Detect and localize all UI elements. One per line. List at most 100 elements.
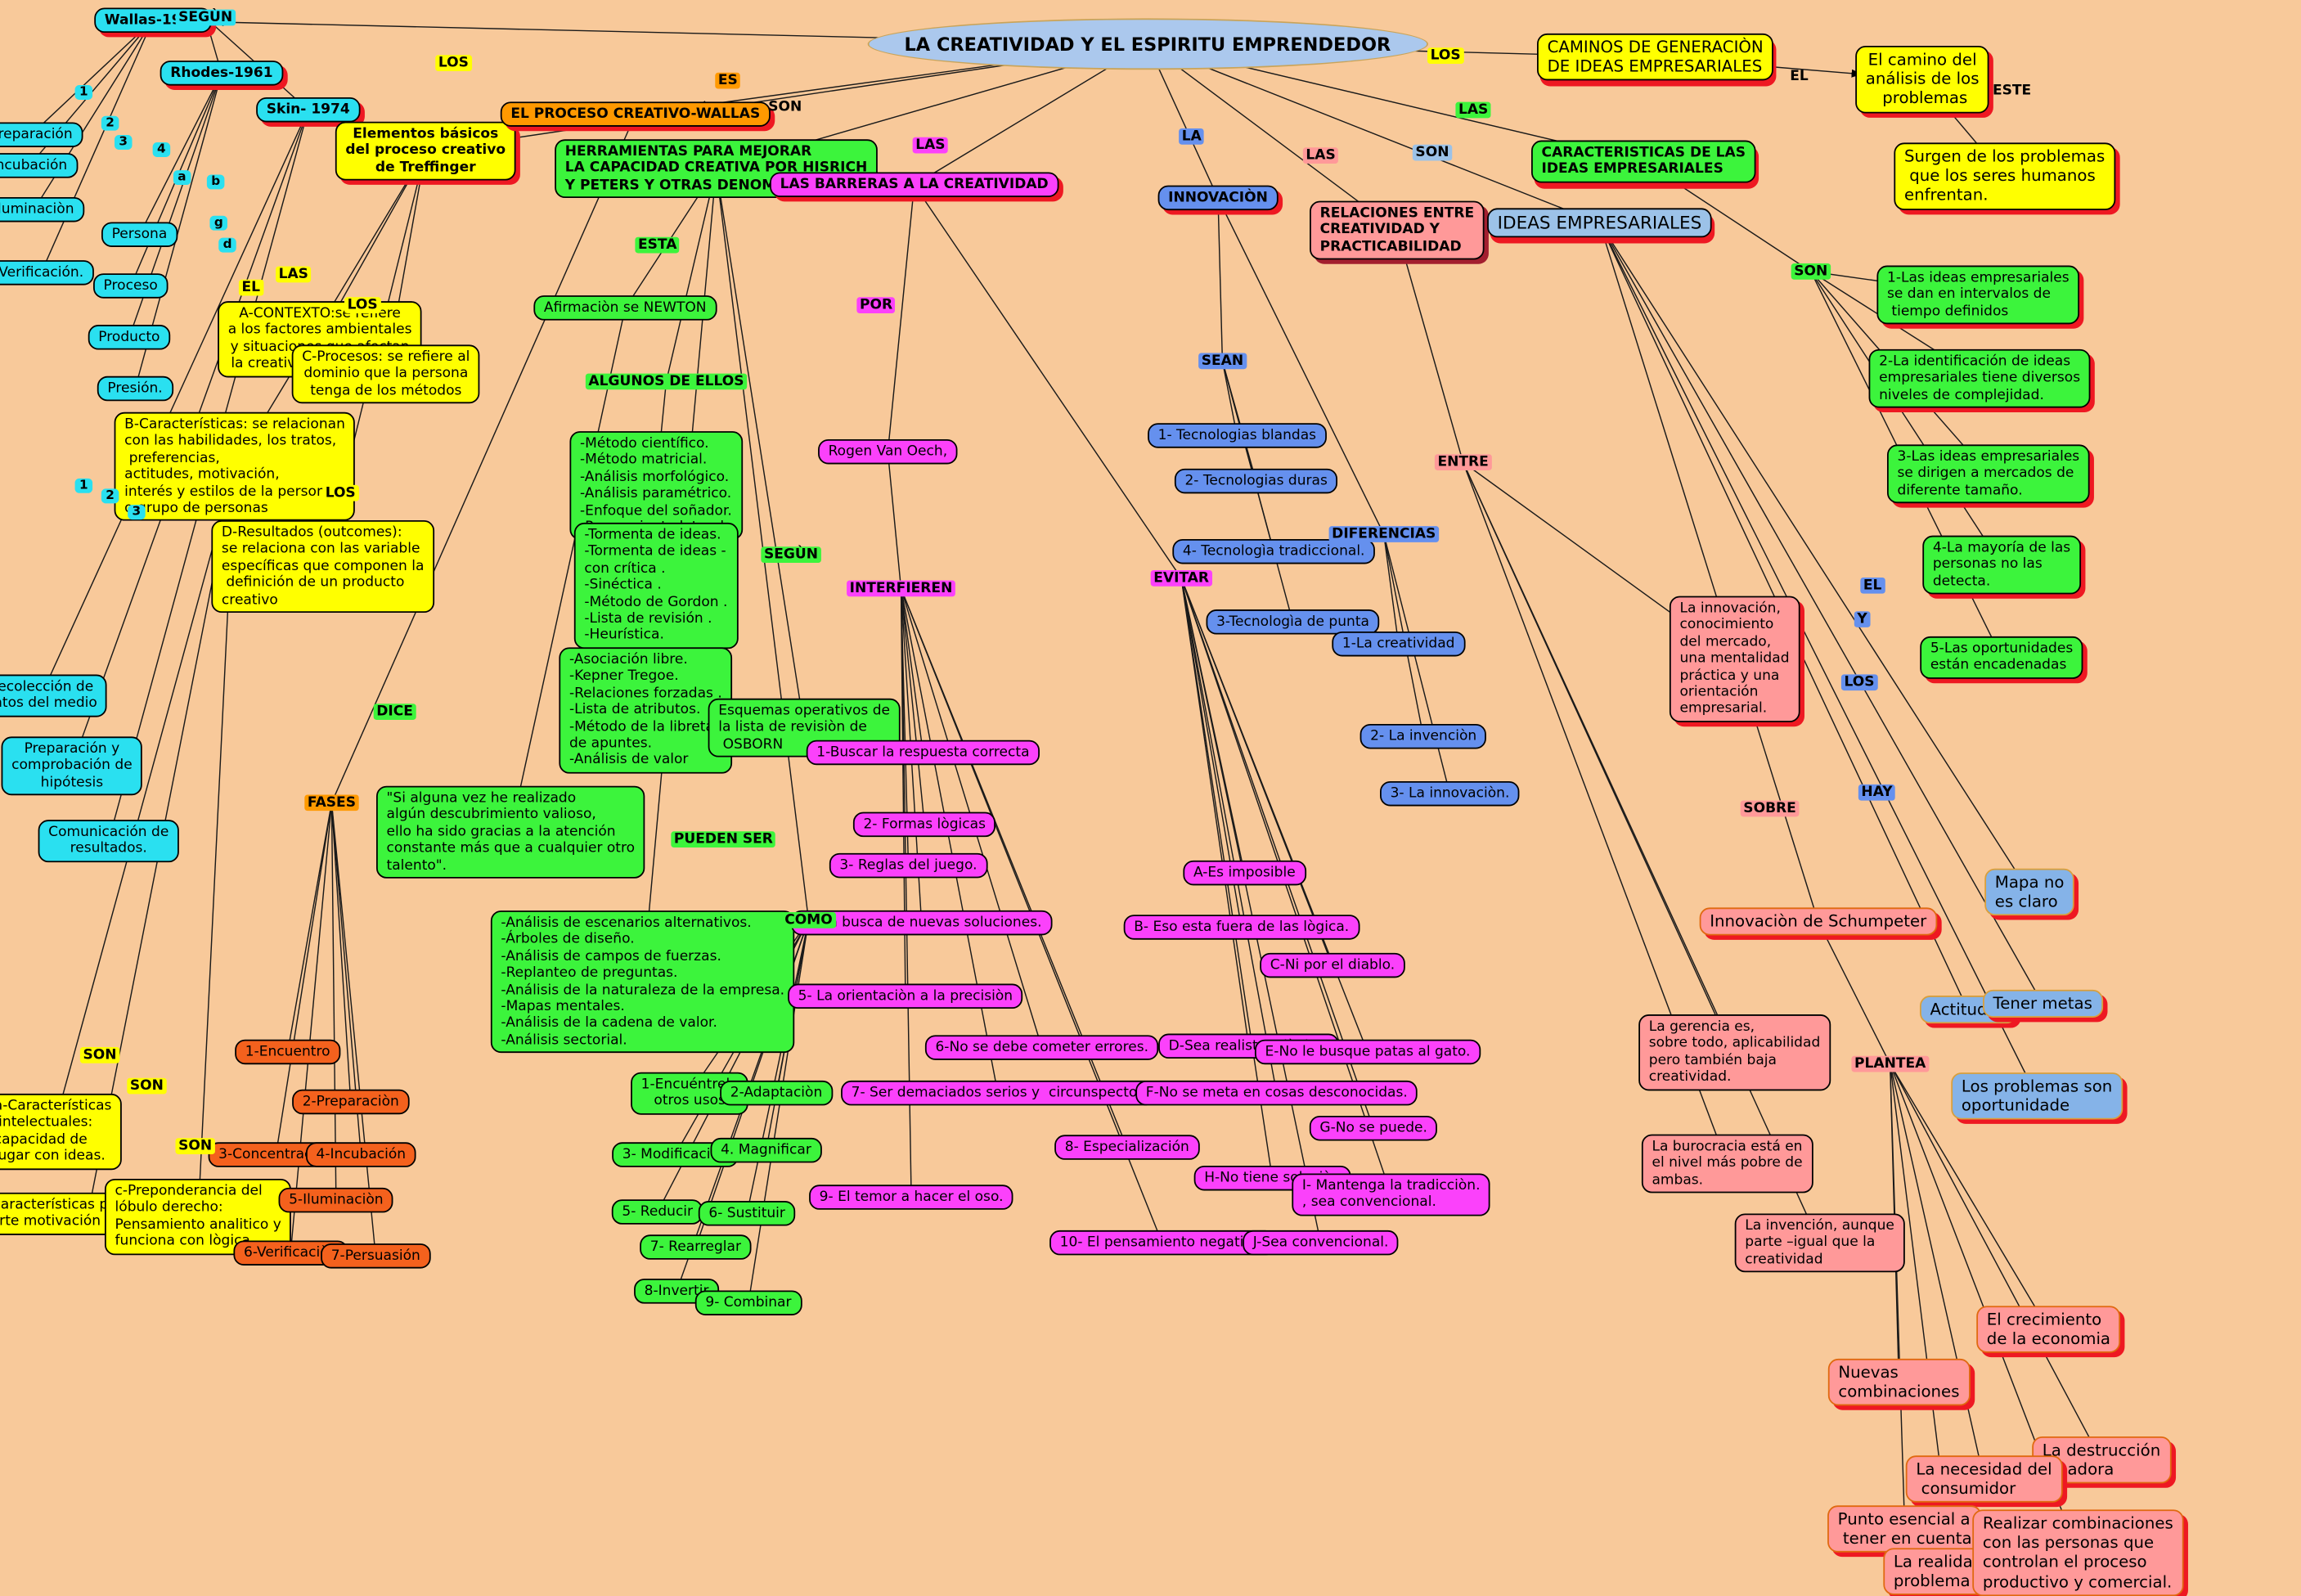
link-label-las-label-y[interactable]: LAS: [276, 266, 312, 283]
concept-node-realizar[interactable]: Realizar combinaciones con las personas …: [1972, 1509, 2184, 1596]
concept-node-schumpeter[interactable]: Innovaciòn de Schumpeter: [1699, 907, 1937, 936]
link-label-los-label-y2[interactable]: LOS: [322, 484, 359, 501]
concept-node-innovacion[interactable]: INNOVACIÒN: [1157, 185, 1279, 211]
concept-node-asociacion-lista[interactable]: -Asociación libre. -Kepner Tregoe. -Rela…: [559, 647, 733, 774]
link-label-diferencias-label[interactable]: DIFERENCIAS: [1328, 526, 1439, 542]
concept-node-como-6[interactable]: 6- Sustituir: [698, 1201, 796, 1227]
concept-node-dif-2[interactable]: 2- La invenciòn: [1359, 723, 1487, 750]
link-label-sean-label[interactable]: SEAN: [1198, 353, 1247, 370]
concept-node-a-intelectuales[interactable]: a-Características intelectuales: capacid…: [0, 1093, 122, 1170]
concept-node-comunicacion[interactable]: Comunicación de resultados.: [38, 820, 179, 862]
concept-node-relaciones[interactable]: RELACIONES ENTRE CREATIVIDAD Y PRACTICAB…: [1310, 200, 1485, 260]
concept-node-producto[interactable]: Producto: [88, 325, 171, 351]
link-label-el-label-2[interactable]: EL: [1790, 68, 1809, 85]
link-label-skin-2[interactable]: 2: [101, 488, 119, 504]
concept-node-tener-metas[interactable]: Tener metas: [1983, 989, 2103, 1018]
link-label-fases-label[interactable]: FASES: [304, 794, 359, 811]
link-label-esta-label[interactable]: ESTA: [635, 236, 681, 254]
link-label-plantea-label[interactable]: PLANTEA: [1851, 1055, 1929, 1072]
concept-node-como-2[interactable]: 2-Adaptaciòn: [720, 1080, 833, 1107]
link-label-son-label-y2[interactable]: SON: [127, 1077, 167, 1095]
link-label-por-label[interactable]: POR: [856, 297, 896, 314]
concept-node-proceso-wallas[interactable]: EL PROCESO CREATIVO-WALLAS: [500, 101, 771, 128]
concept-node-barreras[interactable]: LAS BARRERAS A LA CREATIVIDAD: [770, 172, 1059, 198]
link-label-son-label-2[interactable]: SON: [1412, 144, 1453, 161]
concept-node-surgen[interactable]: Surgen de los problemas que los seres hu…: [1894, 142, 2115, 210]
link-label-pueden-ser-label[interactable]: PUEDEN SER: [671, 831, 776, 848]
concept-node-fase-7[interactable]: 7-Persuasión: [321, 1243, 431, 1270]
concept-node-dif-3[interactable]: 3- La innovaciòn.: [1380, 780, 1520, 807]
link-label-este-label[interactable]: ESTE: [1992, 83, 2032, 100]
concept-node-quote-newton[interactable]: "Si alguna vez he realizado algún descub…: [375, 785, 645, 879]
concept-node-como-9[interactable]: 9- Combinar: [694, 1290, 802, 1316]
concept-node-int-1[interactable]: 1-Buscar la respuesta correcta: [806, 740, 1040, 766]
concept-node-fase-1[interactable]: 1-Encuentro: [235, 1039, 341, 1065]
concept-node-recoleccion[interactable]: Recolección de datos del medio: [0, 674, 108, 717]
concept-node-la-burocracia[interactable]: La burocracia está en el nivel más pobre…: [1641, 1134, 1813, 1194]
link-label-las-label-g[interactable]: LAS: [1455, 101, 1491, 119]
concept-node-nuevas[interactable]: Nuevas combinaciones: [1827, 1358, 1971, 1406]
concept-node-fase-5[interactable]: 5-Iluminaciòn: [278, 1187, 394, 1214]
concept-node-iluminacion[interactable]: Iluminaciòn: [0, 196, 85, 223]
link-label-los-label-1[interactable]: LOS: [435, 55, 472, 72]
concept-node-title[interactable]: LA CREATIVIDAD Y EL ESPIRITU EMPRENDEDOR: [867, 18, 1428, 70]
concept-node-preparacion-hipotesis[interactable]: Preparación y comprobación de hipótesis: [1, 736, 143, 796]
concept-node-caracteristicas-b[interactable]: B-Características: se relacionan con las…: [114, 411, 356, 522]
link-label-let-b[interactable]: b: [206, 174, 225, 190]
link-label-como-label[interactable]: COMO: [781, 911, 836, 928]
concept-node-ev-a[interactable]: A-Es imposible: [1183, 860, 1306, 887]
concept-node-tormenta-lista[interactable]: -Tormenta de ideas. -Tormenta de ideas -…: [573, 522, 739, 649]
concept-node-car-5[interactable]: 5-Las oportunidades están encadenadas: [1920, 636, 2083, 679]
link-label-skin-1[interactable]: 1: [74, 478, 92, 493]
concept-node-tec-3[interactable]: 3-Tecnologìa de punta: [1206, 609, 1380, 636]
concept-node-tec-4[interactable]: 4- Tecnologìa tradiccional.: [1172, 538, 1376, 565]
concept-node-como-4[interactable]: 4. Magnificar: [710, 1137, 822, 1164]
link-label-los-label-3[interactable]: LOS: [1840, 674, 1878, 691]
link-label-let-a[interactable]: a: [173, 170, 191, 186]
link-label-son-label-y3[interactable]: SON: [175, 1138, 215, 1154]
concept-node-ev-c[interactable]: C-Ni por el diablo.: [1260, 952, 1405, 979]
link-label-dice-label[interactable]: DICE: [373, 704, 416, 720]
concept-node-car-2[interactable]: 2-La identificación de ideas empresarial…: [1868, 348, 2091, 408]
concept-node-ev-b[interactable]: B- Eso esta fuera de las lògica.: [1123, 915, 1359, 941]
link-label-num-2[interactable]: 2: [101, 115, 119, 131]
concept-node-ideas-empresariales[interactable]: IDEAS EMPRESARIALES: [1487, 208, 1712, 238]
link-label-entre-label[interactable]: ENTRE: [1434, 454, 1492, 470]
link-label-evitar-label[interactable]: EVITAR: [1150, 569, 1212, 587]
link-label-interfieren-label[interactable]: INTERFIEREN: [847, 580, 955, 597]
concept-node-car-3[interactable]: 3-Las ideas empresariales se dirigen a m…: [1886, 444, 2090, 504]
link-label-los-label-2[interactable]: LOS: [1427, 47, 1464, 65]
concept-node-int-3[interactable]: 3- Reglas del juego.: [829, 852, 988, 879]
link-label-num-3[interactable]: 3: [115, 135, 133, 150]
concept-node-ev-f[interactable]: F-No se meta en cosas desconocidas.: [1135, 1080, 1418, 1107]
concept-node-verificacion[interactable]: Verificación.: [0, 260, 94, 286]
concept-node-caminos[interactable]: CAMINOS DE GENERACIÒN DE IDEAS EMPRESARI…: [1537, 33, 1774, 82]
concept-node-crecimiento[interactable]: El crecimiento de la economia: [1976, 1306, 2121, 1354]
concept-node-como-7[interactable]: 7- Rearreglar: [640, 1234, 752, 1261]
link-label-el-label-3[interactable]: EL: [1860, 577, 1885, 594]
concept-node-como-5[interactable]: 5- Reducir: [611, 1199, 703, 1225]
concept-node-preparacion[interactable]: preparación: [0, 122, 83, 148]
concept-node-ev-e[interactable]: E-No le busque patas al gato.: [1254, 1039, 1481, 1065]
link-label-las-label-p[interactable]: LAS: [1302, 147, 1339, 164]
concept-node-dif-1[interactable]: 1-La creatividad: [1332, 631, 1466, 658]
concept-node-la-invencion[interactable]: La invención, aunque parte –igual que la…: [1734, 1213, 1905, 1273]
link-label-sobre-label[interactable]: SOBRE: [1740, 800, 1800, 817]
link-label-num-1[interactable]: 1: [74, 85, 92, 100]
concept-node-ev-j[interactable]: J-Sea convencional.: [1243, 1230, 1399, 1257]
link-label-let-g[interactable]: g: [209, 215, 228, 231]
concept-node-la-innovacion-desc[interactable]: La innovación, conocimiento del mercado,…: [1669, 596, 1800, 722]
concept-node-int-10[interactable]: 10- El pensamiento negativo.: [1049, 1230, 1275, 1257]
concept-node-esquemas[interactable]: Esquemas operativos de la lista de revis…: [708, 698, 901, 758]
concept-node-mapa[interactable]: Mapa no es claro: [1984, 868, 2074, 916]
concept-node-skin[interactable]: Skin- 1974: [256, 97, 361, 124]
concept-node-herramientas[interactable]: HERRAMIENTAS PARA MEJORAR LA CAPACIDAD C…: [555, 139, 878, 199]
concept-node-car-1[interactable]: 1-Las ideas empresariales se dan en inte…: [1876, 265, 2080, 325]
link-label-son-label-1[interactable]: SON: [768, 99, 802, 115]
concept-node-rhodes[interactable]: Rhodes-1961: [160, 61, 284, 87]
concept-node-int-9[interactable]: 9- El temor a hacer el oso.: [809, 1185, 1014, 1211]
concept-node-tec-2[interactable]: 2- Tecnologias duras: [1174, 468, 1338, 495]
concept-node-tec-1[interactable]: 1- Tecnologias blandas: [1148, 423, 1327, 449]
concept-node-presion[interactable]: Presión.: [97, 375, 173, 402]
concept-node-resultados-d[interactable]: D-Resultados (outcomes): se relaciona co…: [211, 520, 434, 613]
